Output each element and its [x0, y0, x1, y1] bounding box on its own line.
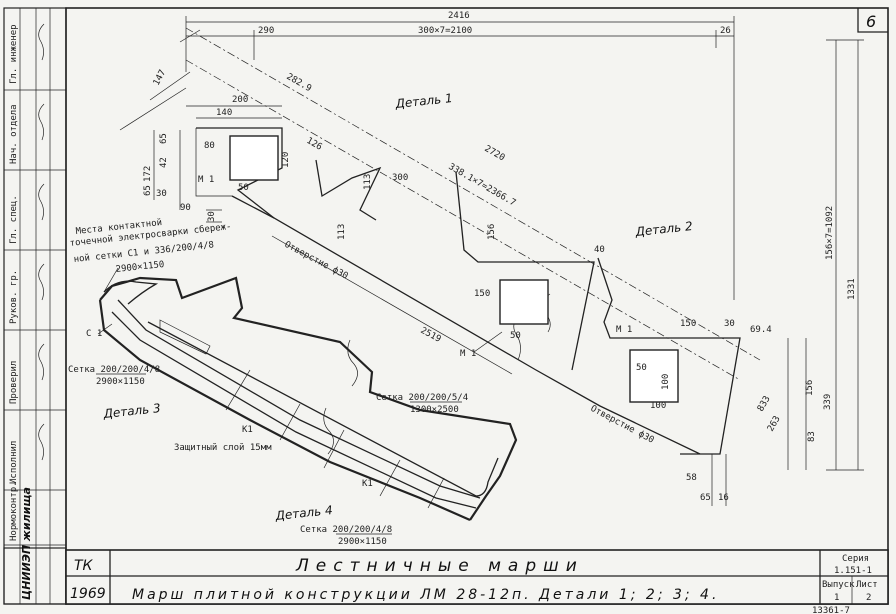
- stamp-box: [3, 547, 67, 605]
- issue-label: Выпуск: [822, 580, 855, 590]
- sign-row-5: Проверил: [9, 361, 19, 404]
- dim-30b: 30: [207, 211, 217, 222]
- sign-row-2: Нач. отдела: [9, 104, 19, 164]
- dim-30a: 30: [156, 189, 167, 199]
- slab-outline: 147 282.9 2720 338.1×7=2366.7: [119, 27, 761, 381]
- dim-200: 200: [232, 95, 248, 105]
- issue-value: 1: [834, 593, 839, 603]
- stamp-text: ЦНИИЭП жилища: [20, 487, 33, 600]
- dim-833: 833: [756, 394, 773, 413]
- dim-111: 113: [337, 224, 347, 240]
- dim-126: 126: [305, 136, 324, 153]
- page-number: 6: [866, 12, 876, 31]
- dim-156b: 156: [805, 380, 815, 396]
- dim-65a: 65: [159, 133, 169, 144]
- dim-150a: 150: [474, 289, 490, 299]
- sign-row-7: Нормоконтр.: [9, 481, 19, 541]
- detail-3-label: Деталь 3: [102, 401, 161, 421]
- callout-k1-b: К1: [362, 479, 373, 489]
- mesh-3-size: 2900×1150: [338, 537, 387, 547]
- callout-k1-a: К1: [242, 425, 253, 435]
- dim-80: 80: [204, 141, 215, 151]
- dim-156: 156: [487, 224, 497, 240]
- detail-1-label: Деталь 1: [394, 91, 453, 111]
- callout-m1-a: М 1: [198, 175, 214, 185]
- dim-69: 69.4: [750, 325, 772, 335]
- dim-113: 113: [363, 174, 373, 190]
- dim-right: 26: [720, 26, 731, 36]
- detail-3-4: Деталь 3 Деталь 4 Места контактной точеч…: [68, 218, 518, 547]
- right-dimensions: 156×7=1092 1331: [825, 39, 864, 471]
- signature-column: Гл. инженер Нач. отдела Гл. спец. Руков.…: [3, 7, 67, 605]
- dim-58: 58: [686, 473, 697, 483]
- page-number-box: [857, 8, 888, 33]
- dim-50c: 50: [636, 363, 647, 373]
- dim-65c: 65: [700, 493, 711, 503]
- dim-2720: 2720: [483, 144, 507, 164]
- series-label: Серия: [842, 554, 869, 564]
- main-title: Лестничные марши: [295, 556, 584, 576]
- dim-83: 83: [807, 431, 817, 442]
- dim-steps: 300×7=2100: [418, 26, 472, 36]
- mesh-2-size: 1300×2500: [410, 405, 459, 415]
- sign-row-1: Гл. инженер: [9, 24, 19, 84]
- title-block: ТК 1969 Лестничные марши Марш плитной ко…: [65, 549, 889, 605]
- detail-2: Деталь 2 156 150 50 М 1 М 1 150 30 69.4 …: [455, 171, 833, 506]
- callout-m1-b: М 1: [460, 349, 476, 359]
- embed-plate-d1: [229, 135, 279, 181]
- detail-1: Деталь 1 200 140 80 50 М 1 120 126 172 4…: [143, 91, 453, 240]
- dim-left: 290: [258, 26, 274, 36]
- sheet-label: Лист: [856, 580, 878, 590]
- dim-339: 339: [823, 394, 833, 410]
- sign-row-6: Исполнил: [9, 441, 19, 484]
- dim-100b: 100: [650, 401, 666, 411]
- dim-172: 172: [143, 166, 153, 182]
- dim-50a: 50: [238, 183, 249, 193]
- detail-4-label: Деталь 4: [274, 503, 333, 523]
- dim-65b: 65: [143, 185, 153, 196]
- dim-90: 90: [180, 203, 191, 213]
- dim-263: 263: [766, 414, 783, 433]
- dim-16: 16: [718, 493, 729, 503]
- mesh-1-size: 2900×1150: [96, 377, 145, 387]
- dim-30c: 30: [724, 319, 735, 329]
- sign-row-3: Гл. спец.: [9, 195, 19, 244]
- dim-300: 300: [392, 173, 408, 183]
- dim-1092: 156×7=1092: [825, 206, 835, 260]
- subtitle: Марш плитной конструкции ЛМ 28-12п. Дета…: [132, 587, 719, 603]
- dim-140: 140: [216, 108, 232, 118]
- embed-plate-d2b: [629, 349, 679, 403]
- top-dimensions: 2416 290 300×7=2100 26: [185, 11, 735, 300]
- dim-120: 120: [281, 152, 291, 168]
- callout-c1: С 1: [86, 329, 102, 339]
- dim-100a: 100: [661, 374, 671, 390]
- embed-plate-d2: [499, 279, 549, 325]
- year: 1969: [70, 586, 106, 602]
- weld-note-4: 2900×1150: [115, 260, 165, 275]
- mesh-3-label: Сетка 200/200/4/8: [300, 525, 392, 535]
- sign-row-4: Руков. гр.: [9, 270, 19, 324]
- dim-40: 40: [594, 245, 605, 255]
- callout-m1-c: М 1: [616, 325, 632, 335]
- footer-number: 13361-7: [812, 606, 850, 614]
- dim-2519: 2519: [419, 326, 443, 345]
- dim-150b: 150: [680, 319, 696, 329]
- dim-1331: 1331: [847, 278, 857, 300]
- dim-total: 2416: [448, 11, 470, 21]
- dim-147: 147: [152, 68, 168, 87]
- sheet-value: 2: [866, 593, 871, 603]
- detail-2-label: Деталь 2: [634, 219, 693, 239]
- sheet-frame: [65, 7, 889, 605]
- mesh-2-label: Сетка 200/200/5/4: [376, 393, 468, 403]
- hole-label-1: Отверстие ф30: [283, 240, 350, 282]
- dim-42: 42: [159, 157, 169, 168]
- org-code: ТК: [74, 558, 94, 574]
- dim-282: 282.9: [285, 72, 313, 94]
- hole-label-2: Отверстие ф30: [589, 404, 656, 446]
- series-value: 1.151-1: [834, 566, 872, 576]
- mesh-1-label: Сетка 200/200/4/8: [68, 365, 160, 375]
- dim-50b: 50: [510, 331, 521, 341]
- cover-label: Защитный слой 15мм: [174, 443, 272, 453]
